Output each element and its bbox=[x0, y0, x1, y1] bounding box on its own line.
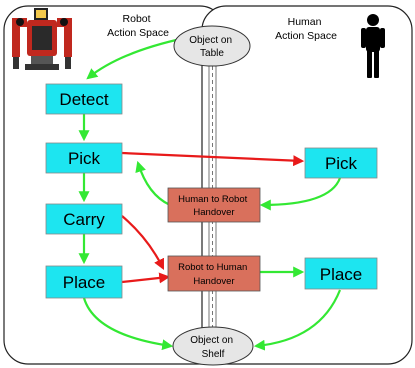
human-icon bbox=[361, 14, 385, 78]
carry-node: Carry bbox=[45, 203, 123, 235]
robot-to-human-handover-node: Robot to Human Handover bbox=[167, 255, 261, 292]
human-pick-node: Pick bbox=[304, 147, 378, 179]
arrow-robot-pick-to-human-pick bbox=[121, 151, 305, 167]
human-place-node: Place bbox=[304, 257, 378, 290]
svg-text:Carry: Carry bbox=[63, 210, 105, 229]
arrow-human-place-to-shelf bbox=[253, 289, 342, 351]
svg-text:Robot to Human Handover: Robot to Human Handover bbox=[178, 262, 250, 287]
svg-text:Human to Robot Handover: Human to Robot Handover bbox=[178, 194, 250, 218]
arrow-place-to-shelf bbox=[82, 297, 174, 351]
arrow-place-to-handover bbox=[121, 272, 171, 284]
arrow-human-pick-to-handover bbox=[259, 177, 342, 211]
robot-space-label: Robot Action Space bbox=[107, 13, 169, 39]
svg-text:Place: Place bbox=[320, 265, 363, 284]
human-space-label: Human Action Space bbox=[275, 16, 337, 42]
svg-text:Detect: Detect bbox=[59, 90, 108, 109]
robot-icon bbox=[12, 8, 72, 70]
robot-place-node: Place bbox=[45, 265, 123, 299]
object-on-shelf: Object on Shelf bbox=[172, 326, 254, 366]
arrow-handover-to-robot-pick bbox=[135, 160, 171, 207]
arrow-table-to-detect bbox=[86, 36, 186, 80]
human-to-robot-handover-node: Human to Robot Handover bbox=[167, 187, 261, 223]
svg-text:Object on Shelf: Object on Shelf bbox=[190, 335, 236, 360]
svg-text:Pick: Pick bbox=[68, 149, 101, 168]
detect-node: Detect bbox=[45, 83, 123, 115]
svg-text:Object on Table: Object on Table bbox=[189, 35, 235, 59]
arrow-carry-to-handover bbox=[121, 215, 164, 270]
svg-text:Pick: Pick bbox=[325, 154, 358, 173]
object-on-table: Object on Table bbox=[173, 25, 251, 67]
robot-pick-node: Pick bbox=[45, 142, 123, 174]
svg-text:Place: Place bbox=[63, 273, 106, 292]
